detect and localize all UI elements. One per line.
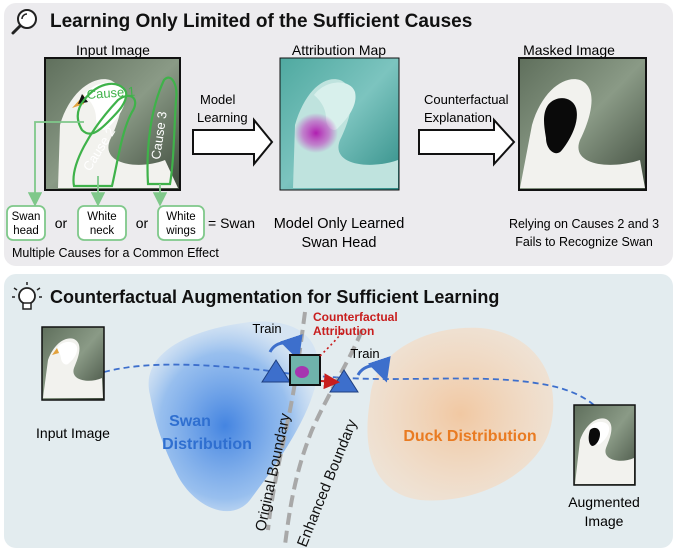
swan-distribution-label-1: Swan: [169, 413, 211, 430]
augmentation-path: [103, 363, 606, 419]
masked-image: [518, 57, 647, 191]
train-arrow-2: [356, 355, 391, 383]
duck-distribution-label: Duck Distribution: [403, 428, 536, 445]
svg-text:head: head: [13, 225, 39, 237]
counterfactual-label-1: Counterfactual: [424, 92, 509, 107]
model-learning-arrow: [192, 117, 274, 167]
caption-multiple-causes: Multiple Causes for a Common Effect: [12, 246, 219, 260]
caption-masked-1: Relying on Causes 2 and 3: [509, 217, 659, 231]
train-arrow-1: [268, 333, 303, 361]
counterfactual-arrow: [418, 117, 516, 167]
cause-connectors: [27, 121, 168, 207]
eq-or-2: or: [136, 215, 149, 231]
lightbulb-icon: [12, 282, 42, 310]
counterfactual-attribution-label-1: Counterfactual: [313, 310, 398, 324]
augmented-image-label-2: Image: [585, 513, 624, 529]
svg-text:Swan: Swan: [12, 211, 41, 223]
svg-text:White: White: [87, 211, 116, 223]
augmented-image-label-1: Augmented: [568, 494, 640, 510]
counterfactual-label-2: Explanation: [424, 110, 492, 125]
magnifier-icon: [11, 9, 37, 35]
swan-distribution-label-2: Distribution: [162, 436, 252, 453]
counterfactual-attribution-patch: [289, 354, 321, 386]
bottom-input-image-label: Input Image: [36, 425, 110, 441]
caption-masked-2: Fails to Recognize Swan: [515, 235, 653, 249]
cause-3-label: Cause 3: [148, 110, 170, 160]
svg-text:White: White: [166, 211, 195, 223]
equation-row: Swan head or White neck or White wings =…: [6, 205, 255, 241]
eq-box-white-wings: [157, 205, 205, 241]
caption-model-learned-1: Model Only Learned: [274, 216, 405, 232]
eq-or-1: or: [55, 215, 68, 231]
model-triangle-1: [261, 359, 291, 383]
bottom-panel-title: Counterfactual Augmentation for Sufficie…: [50, 287, 499, 307]
bottom-input-image: [41, 326, 105, 401]
model-learning-label-1: Model: [200, 92, 236, 107]
train-label-2: Train: [350, 346, 379, 361]
top-input-image-label: Input Image: [76, 42, 150, 58]
top-input-image: [44, 57, 181, 191]
svg-text:neck: neck: [90, 225, 115, 237]
eq-box-swan-head: [6, 205, 46, 241]
attribution-map-label: Attribution Map: [292, 42, 386, 58]
svg-text:wings: wings: [165, 225, 196, 237]
train-label-1: Train: [252, 321, 281, 336]
enhanced-boundary: [283, 329, 364, 546]
augmented-image: [573, 404, 636, 486]
eq-result: = Swan: [208, 215, 255, 231]
duck-distribution-region: [367, 327, 554, 501]
cause-1-label: Cause 1: [86, 84, 135, 102]
masked-image-label: Masked Image: [523, 42, 615, 58]
cause-2-outline: [72, 94, 137, 188]
counterfactual-red-arrow: [320, 373, 340, 390]
counterfactual-attribution-label-2: Attribution: [313, 324, 374, 338]
eq-box-white-neck: [77, 205, 127, 241]
cause-3-outline: [146, 76, 178, 186]
original-boundary: [266, 311, 307, 531]
caption-model-learned-2: Swan Head: [302, 235, 377, 251]
top-panel-title: Learning Only Limited of the Sufficient …: [50, 11, 472, 32]
attribution-map-image: [279, 57, 400, 191]
model-learning-label-2: Learning: [197, 110, 248, 125]
